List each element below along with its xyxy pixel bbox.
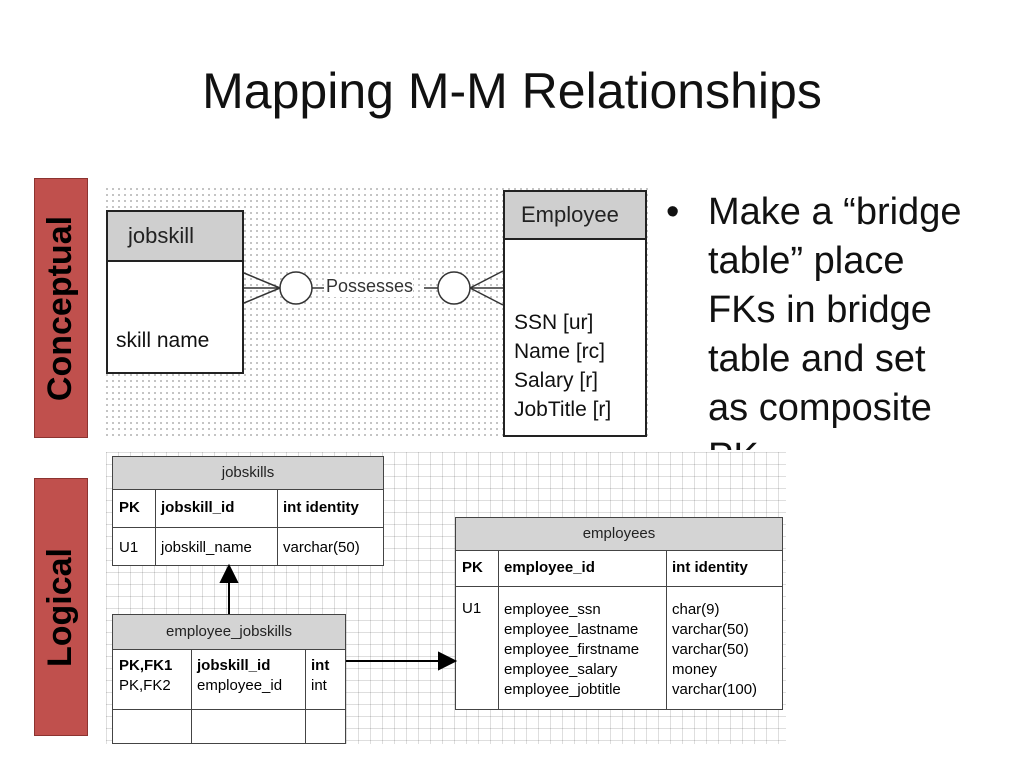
- bullet-marker: •: [666, 191, 680, 233]
- table-employees-col-divider-2: [666, 551, 667, 709]
- bullet-line-6: PK: [708, 433, 996, 450]
- employee-jobskills-type-2: int: [311, 677, 327, 694]
- table-employees-col-divider-1: [498, 551, 499, 709]
- bullet-line-4: table and set: [708, 338, 926, 380]
- table-jobskills: jobskills PK jobskill_id int identity U1…: [112, 456, 384, 566]
- jobskills-u1-key: U1: [119, 539, 139, 556]
- bullet-line-2: table” place: [708, 240, 905, 282]
- employee-jobskills-type-1: int: [311, 657, 330, 674]
- employees-pk-type: int identity: [672, 559, 748, 576]
- employees-column-jobtitle: employee_jobtitle: [504, 681, 621, 698]
- table-employee-jobskills-col-divider-2: [305, 650, 306, 743]
- employee-attr-name: Name [rc]: [514, 340, 606, 363]
- employees-pk-column: employee_id: [504, 559, 595, 576]
- employees-type-jobtitle: varchar(100): [672, 681, 758, 698]
- employee-attr-jobtitle: JobTitle [r]: [514, 398, 612, 421]
- employees-u1-key: U1: [462, 600, 482, 617]
- entity-employee-header: Employee: [505, 192, 645, 240]
- entity-jobskill-attribute: skill name: [116, 329, 210, 352]
- table-jobskills-header: jobskills: [113, 457, 383, 490]
- jobskills-pk-type: int identity: [283, 499, 359, 516]
- fk-arrow-to-jobskills-head: [219, 563, 239, 583]
- employees-column-salary: employee_salary: [504, 661, 618, 678]
- bullet-point: • Make a “bridge table” place FKs in bri…: [666, 188, 996, 450]
- employee-jobskills-key-2: PK,FK2: [119, 677, 171, 694]
- table-employees-divider: [456, 586, 782, 587]
- crowfoot-left-upper: [243, 272, 281, 289]
- jobskills-u1-type: varchar(50): [283, 539, 360, 556]
- jobskills-pk-column: jobskill_id: [161, 499, 235, 516]
- employees-columns: employee_ssn employee_lastname employee_…: [504, 600, 639, 700]
- employee-jobskills-key-1: PK,FK1: [119, 657, 173, 674]
- employee-jobskills-column-1: jobskill_id: [197, 657, 271, 674]
- employees-column-lastname: employee_lastname: [504, 621, 639, 638]
- employees-type-ssn: char(9): [672, 601, 720, 618]
- table-employee-jobskills-col-divider-1: [191, 650, 192, 743]
- table-jobskills-col-divider-2: [277, 490, 278, 565]
- bullet-line-5: as composite: [708, 387, 932, 429]
- bullet-text-body: Make a “bridge table” place FKs in bridg…: [708, 188, 996, 450]
- employee-attr-ssn: SSN [ur]: [514, 311, 594, 334]
- table-jobskills-divider: [113, 527, 383, 528]
- entity-jobskill-header: jobskill: [108, 212, 242, 262]
- crowfoot-right-upper: [469, 270, 504, 289]
- table-employees-header: employees: [456, 518, 782, 551]
- entity-employee-attributes: SSN [ur] Name [rc] Salary [r] JobTitle […: [514, 308, 611, 424]
- entity-employee: Employee: [503, 190, 647, 437]
- employees-type-lastname: varchar(50): [672, 621, 749, 638]
- employees-pk-key: PK: [462, 559, 483, 576]
- table-employees: employees PK employee_id int identity U1…: [455, 517, 783, 710]
- entity-jobskill: jobskill: [106, 210, 244, 374]
- bullet-line-3: FKs in bridge: [708, 289, 932, 331]
- table-jobskills-col-divider-1: [155, 490, 156, 565]
- employees-column-ssn: employee_ssn: [504, 601, 601, 618]
- employees-type-salary: money: [672, 661, 718, 678]
- table-employee-jobskills-header: employee_jobskills: [113, 615, 345, 650]
- fk-arrow-to-employees-head: [438, 651, 458, 671]
- crowfoot-left-lower: [243, 287, 281, 304]
- conceptual-label-box: Conceptual: [34, 178, 88, 438]
- employees-types: char(9) varchar(50) varchar(50) money va…: [672, 600, 757, 700]
- jobskills-pk-key: PK: [119, 499, 140, 516]
- employee-attr-salary: Salary [r]: [514, 369, 599, 392]
- relationship-label: Possesses: [326, 276, 414, 297]
- jobskills-u1-column: jobskill_name: [161, 539, 252, 556]
- employees-type-firstname: varchar(50): [672, 641, 749, 658]
- logical-label-box: Logical: [34, 478, 88, 736]
- employees-column-firstname: employee_firstname: [504, 641, 640, 658]
- table-employee-jobskills: employee_jobskills PK,FK1 PK,FK2 jobskil…: [112, 614, 346, 744]
- bullet-line-1: Make a “bridge: [708, 191, 962, 233]
- employee-jobskills-column-2: employee_id: [197, 677, 283, 694]
- crowfoot-right-lower: [469, 287, 504, 306]
- slide-title: Mapping M-M Relationships: [202, 63, 822, 119]
- table-employee-jobskills-divider: [113, 709, 345, 710]
